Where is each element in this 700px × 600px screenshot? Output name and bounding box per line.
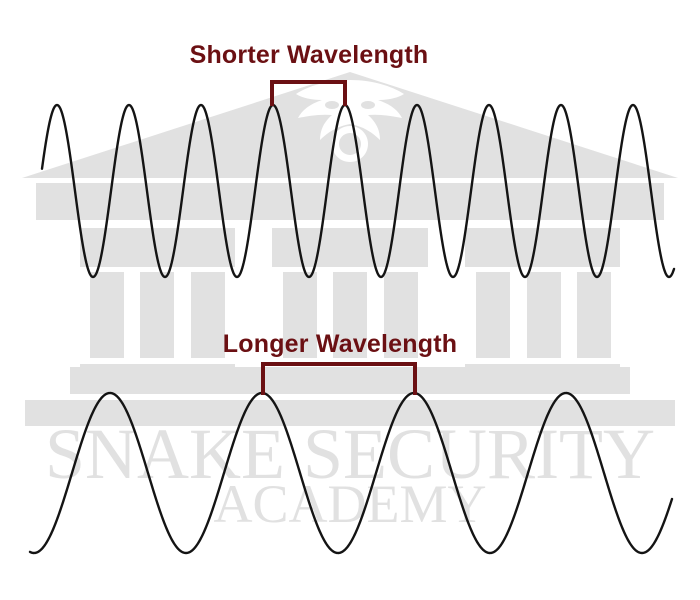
snake-eye-right: [361, 101, 375, 109]
column-9: [577, 272, 611, 358]
shorter-wavelength-label: Shorter Wavelength: [190, 41, 429, 69]
watermark-line-1: SNAKE SECURITY: [45, 414, 655, 494]
longer-wavelength-bracket: [261, 362, 417, 395]
longer-wavelength-curve: [28, 391, 674, 555]
snake-eye-left: [325, 101, 339, 109]
shorter-wavelength-curve: [40, 103, 676, 279]
column-3: [191, 272, 225, 358]
pediment-triangle: [22, 72, 678, 178]
column-7: [476, 272, 510, 358]
column-8: [527, 272, 561, 358]
column-5: [333, 272, 367, 358]
column-1: [90, 272, 124, 358]
frieze-right: [465, 228, 620, 267]
architrave-band: [36, 183, 664, 220]
step-lower: [25, 400, 675, 426]
step-middle: [70, 367, 630, 394]
column-4: [283, 272, 317, 358]
column-6: [384, 272, 418, 358]
longer-wavelength-label: Longer Wavelength: [223, 330, 457, 358]
column-2: [140, 272, 174, 358]
watermark-line-2: ACADEMY: [213, 474, 486, 534]
shorter-wavelength-bracket: [270, 80, 347, 106]
